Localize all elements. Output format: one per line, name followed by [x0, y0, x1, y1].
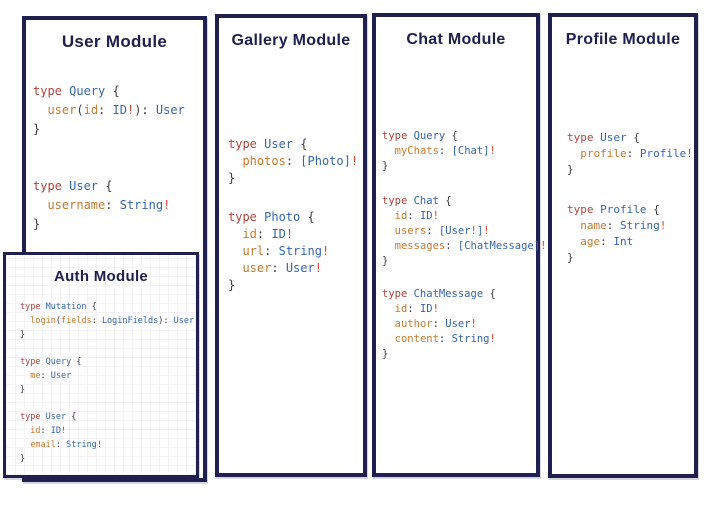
code-block-chat-type: type Chat { id: ID! users: [User!]! mess… [382, 195, 547, 267]
code-block-user-type: type User { username: String!} [33, 179, 171, 231]
module-box-chat: Chat Module type Query { myChats: [Chat]… [372, 13, 546, 477]
code-block-chat-query: type Query { myChats: [Chat]!} [382, 130, 496, 172]
module-title-auth: Auth Module [53, 268, 149, 285]
code-block-gallery-photo: type Photo { id: ID! url: String! user: … [228, 210, 330, 292]
code-block-profile-user: type User { profile: Profile!} [567, 131, 693, 176]
module-box-auth: Auth Module type Mutation { login(fields… [3, 252, 199, 478]
code-block-auth-mutation: type Mutation { login(fields: LoginField… [20, 302, 195, 340]
module-box-profile: Profile Module type User { profile: Prof… [548, 13, 698, 478]
module-title-gallery: Gallery Module [231, 32, 351, 49]
code-block-chat-message: type ChatMessage { id: ID! author: User!… [382, 288, 496, 360]
code-block-auth-query: type Query { me: User} [20, 357, 82, 395]
code-block-profile-type: type Profile { name: String! age: Int} [567, 203, 667, 264]
module-title-user: User Module [61, 32, 168, 51]
code-block-user-query: type Query { user(id: ID!): User} [33, 84, 185, 136]
module-title-chat: Chat Module [406, 31, 506, 48]
code-block-auth-user: type User { id: ID! email: String!} [20, 412, 102, 464]
code-block-gallery-user: type User { photos: [Photo]!} [228, 137, 359, 185]
module-box-gallery: Gallery Module type User { photos: [Phot… [215, 14, 367, 477]
module-title-profile: Profile Module [565, 31, 681, 48]
